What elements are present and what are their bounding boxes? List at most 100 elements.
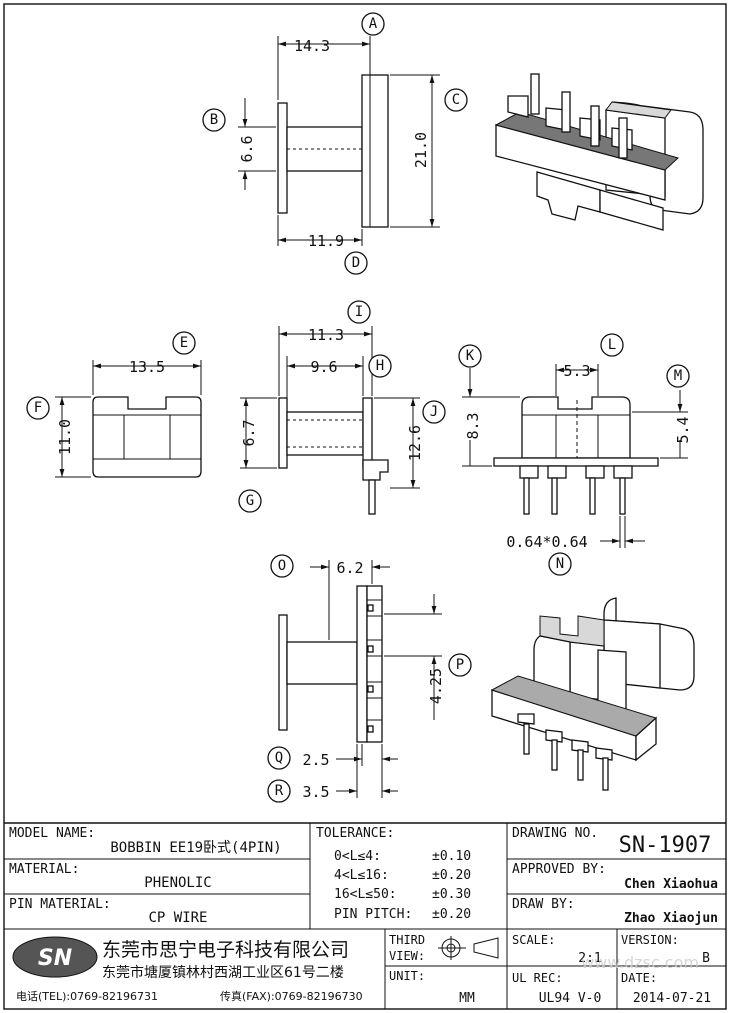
date-label: DATE: xyxy=(621,971,657,985)
svg-text:I: I xyxy=(355,304,363,320)
ul-rec-value: UL94 V-0 xyxy=(539,991,602,1006)
callout-d: D xyxy=(344,251,368,275)
dim-d-value: 11.9 xyxy=(308,232,344,250)
svg-text:N: N xyxy=(556,556,564,572)
svg-text:P: P xyxy=(456,657,464,673)
tolerance-range-1: 0<L≤4: xyxy=(334,849,381,864)
unit-label: UNIT: xyxy=(389,969,425,983)
svg-text:G: G xyxy=(246,493,254,509)
callout-l: L xyxy=(600,333,624,357)
view-side-bottom xyxy=(278,560,442,798)
version-label: VERSION: xyxy=(621,933,679,947)
svg-text:R: R xyxy=(275,783,284,799)
dim-i-value: 11.3 xyxy=(308,326,344,344)
third-view-label: THIRD xyxy=(389,933,425,947)
svg-text:E: E xyxy=(180,335,188,351)
dim-m-value: 5.4 xyxy=(674,416,692,443)
model-name-label: MODEL NAME: xyxy=(9,826,95,841)
unit-value: MM xyxy=(459,991,475,1006)
svg-text:A: A xyxy=(369,16,378,32)
svg-text:J: J xyxy=(430,404,438,420)
tolerance-value-1: ±0.10 xyxy=(432,849,471,864)
svg-text:B: B xyxy=(210,112,218,128)
callout-f: F xyxy=(26,396,50,420)
callout-h: H xyxy=(368,354,392,378)
callout-k: K xyxy=(458,344,482,368)
callout-b: B xyxy=(202,108,226,132)
material-value: PHENOLIC xyxy=(144,875,211,891)
approved-by-value: Chen Xiaohua xyxy=(624,877,718,892)
third-view-label-2: VIEW: xyxy=(389,949,425,963)
model-name-value: BOBBIN EE19卧式(4PIN) xyxy=(110,840,281,856)
third-angle-projection-icon xyxy=(438,936,499,960)
callout-a: A xyxy=(361,12,385,36)
scale-value: 2:1 xyxy=(578,951,601,966)
tolerance-label: TOLERANCE: xyxy=(316,826,394,841)
dim-r-value: 3.5 xyxy=(302,783,329,801)
dim-o-value: 6.2 xyxy=(336,559,363,577)
material-label: MATERIAL: xyxy=(9,862,79,877)
pin-material-label: PIN MATERIAL: xyxy=(9,897,111,912)
version-value: B xyxy=(702,951,710,966)
tolerance-value-4: ±0.20 xyxy=(432,907,471,922)
dim-g-value: 6.7 xyxy=(240,419,258,446)
dim-j-value: 12.6 xyxy=(406,425,424,461)
pin-material-value: CP WIRE xyxy=(148,910,207,926)
svg-text:F: F xyxy=(34,400,42,416)
callout-j: J xyxy=(422,400,446,424)
callout-m: M xyxy=(666,364,690,388)
view-front-left xyxy=(55,360,202,478)
dim-p-value: 4.25 xyxy=(427,668,445,704)
dim-f-value: 11.0 xyxy=(56,419,74,455)
dim-n-value: 0.64*0.64 xyxy=(506,533,587,551)
title-block xyxy=(4,822,726,1009)
dim-a-value: 14.3 xyxy=(294,37,330,55)
sheet-border xyxy=(3,3,727,1010)
drawing-no-value: SN-1907 xyxy=(619,833,712,858)
dim-q-value: 2.5 xyxy=(302,751,329,769)
dim-k-value: 8.3 xyxy=(464,412,482,439)
ul-rec-label: UL REC: xyxy=(512,971,563,985)
drawing-no-label: DRAWING NO. xyxy=(512,826,598,841)
svg-text:L: L xyxy=(608,337,616,353)
callout-e: E xyxy=(172,331,196,355)
svg-text:M: M xyxy=(674,368,682,384)
view-side-middle xyxy=(240,326,420,515)
draw-by-label: DRAW BY: xyxy=(512,897,575,912)
approved-by-label: APPROVED BY: xyxy=(512,862,606,877)
dim-e-value: 13.5 xyxy=(129,358,165,376)
callout-o: O xyxy=(270,554,294,578)
svg-text:H: H xyxy=(376,358,384,374)
fax-number: 传真(FAX):0769-82196730 xyxy=(220,989,363,1003)
tolerance-range-3: 16<L≤50: xyxy=(334,887,397,902)
dim-b-value: 6.6 xyxy=(238,135,256,162)
svg-text:K: K xyxy=(466,348,475,364)
scale-label: SCALE: xyxy=(512,933,555,947)
dim-h-value: 9.6 xyxy=(310,358,337,376)
tolerance-range-4: PIN PITCH: xyxy=(334,907,412,922)
dim-c-value: 21.0 xyxy=(412,132,430,168)
phone-number: 电话(TEL):0769-82196731 xyxy=(16,990,158,1003)
bobbin-isometric-view-bottom xyxy=(490,597,695,791)
callout-g: G xyxy=(238,489,262,513)
callout-p: P xyxy=(448,653,472,677)
tolerance-range-2: 4<L≤16: xyxy=(334,868,389,883)
svg-text:SN: SN xyxy=(38,946,72,971)
draw-by-value: Zhao Xiaojun xyxy=(624,911,718,926)
company-logo: SN xyxy=(12,936,98,978)
callout-r: R xyxy=(267,779,291,803)
watermark-text: www.dzsc.com xyxy=(581,953,699,972)
company-name: 东莞市思宁电子科技有限公司 xyxy=(102,939,349,961)
view-side-top xyxy=(238,36,440,246)
svg-text:C: C xyxy=(452,92,460,108)
bobbin-isometric-view-top xyxy=(494,73,704,231)
svg-text:Q: Q xyxy=(275,750,283,766)
date-value: 2014-07-21 xyxy=(633,991,711,1006)
view-front-right xyxy=(462,364,688,548)
callout-n: N xyxy=(548,552,572,576)
callout-q: Q xyxy=(267,746,291,770)
svg-text:D: D xyxy=(352,255,360,271)
svg-text:O: O xyxy=(278,558,286,574)
callout-c: C xyxy=(444,88,468,112)
